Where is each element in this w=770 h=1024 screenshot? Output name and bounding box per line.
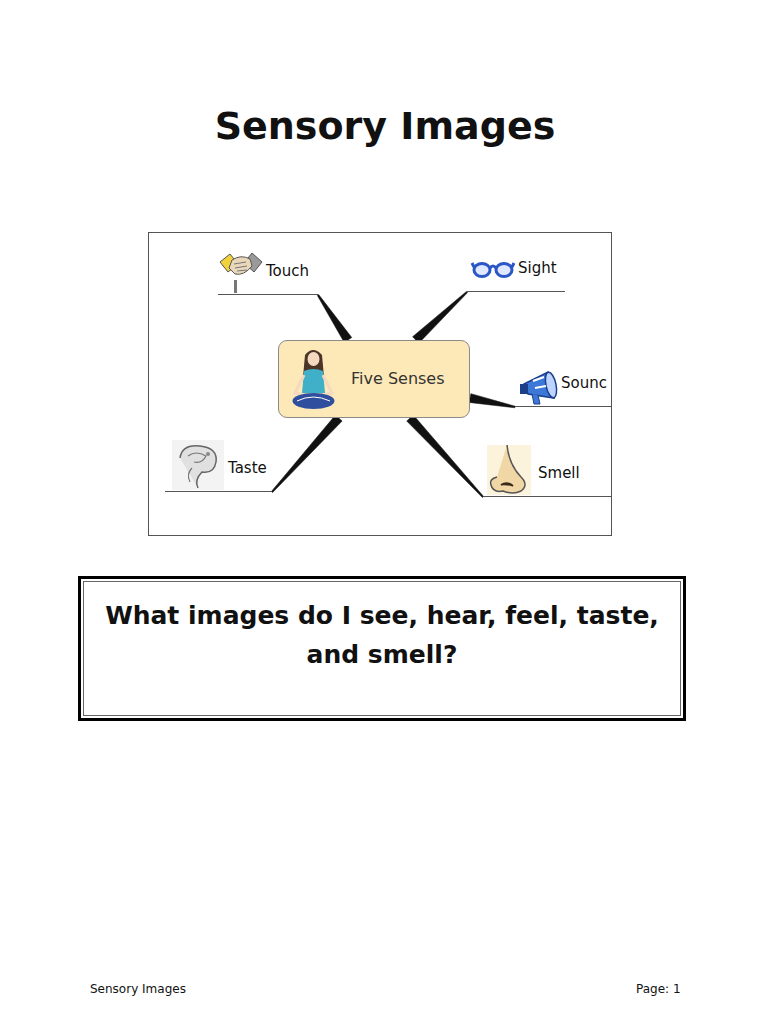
- center-box: Five Senses: [278, 340, 470, 418]
- page-title: Sensory Images: [0, 104, 770, 148]
- branch-connector: [407, 415, 484, 498]
- branch-label: Sounc: [515, 362, 611, 407]
- node-label: Touch: [266, 262, 309, 280]
- taste-icon: [172, 440, 224, 490]
- mind-map-frame: [149, 233, 612, 536]
- node-label: Sight: [518, 259, 557, 277]
- question-box: What images do I see, hear, feel, taste,…: [78, 576, 686, 721]
- node-label: Taste: [228, 459, 267, 477]
- node-label: Five Senses: [351, 369, 445, 388]
- branch-connector: [469, 394, 515, 408]
- page-number: Page: 1: [636, 982, 681, 996]
- branch-label: Touch: [218, 250, 318, 295]
- megaphone-icon: [520, 371, 559, 404]
- handshake-icon: [220, 253, 262, 293]
- branch-label: Smell: [483, 452, 611, 497]
- node-label: Smell: [538, 464, 580, 482]
- question-text: What images do I see, hear, feel, taste,…: [101, 597, 663, 675]
- branch-connector: [413, 291, 468, 343]
- branch-connector: [317, 295, 351, 343]
- meditation-figure: [291, 347, 336, 413]
- branch-label: Taste: [165, 447, 272, 492]
- branch-connector: [271, 415, 342, 493]
- nose-icon: [487, 445, 531, 495]
- branch-label: Sight: [467, 248, 565, 292]
- footer-title: Sensory Images: [90, 982, 186, 996]
- node-label: Sounc: [561, 374, 607, 392]
- glasses-icon: [472, 263, 514, 277]
